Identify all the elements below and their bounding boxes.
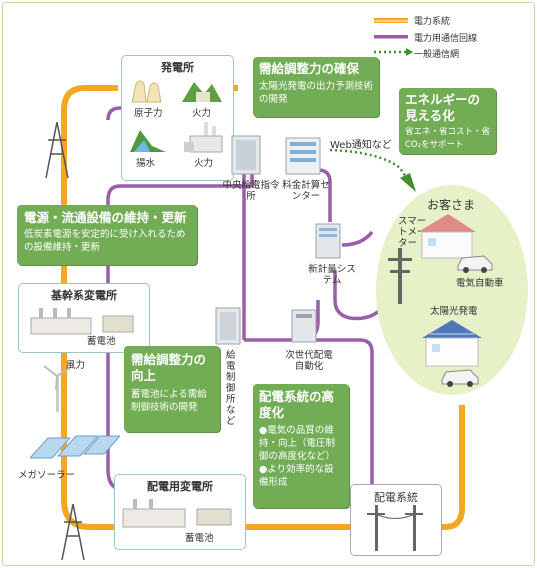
central-dispatch-building-icon (231, 135, 261, 175)
backbone-substation-box: 基幹系変電所 蓄電池 (18, 283, 150, 353)
wind-label: 風力 (66, 360, 86, 371)
utility-pole-icon (388, 248, 412, 304)
public-net-line (329, 148, 410, 181)
thermal-plant-icon (182, 82, 222, 102)
billing-center-building-icon (285, 137, 321, 175)
distribution-substation-title: 配電用変電所 (147, 480, 213, 493)
mega-solar-label: メガソーラー (18, 470, 76, 481)
thermal-label: 火力 (192, 108, 212, 119)
ev-label: 電気自動車 (456, 278, 504, 289)
ev-car-2-icon (441, 369, 479, 387)
transmission-tower-top-icon (45, 121, 69, 179)
legend-public-label: 一般通信網 (414, 50, 460, 60)
distribution-advancement-bullet-2: ●より効率的な設備形成 (259, 464, 334, 488)
web-notice-label: Web通知など (330, 140, 392, 151)
legend-power-swatch (374, 18, 408, 23)
distribution-advancement-bullet-1: ●電気の品質の維持・向上（電圧制御の高度化など） (259, 425, 336, 462)
supply-balance-box: 需給調整力の確保 太陽光発電の出力予測技術の開発 (253, 57, 379, 117)
legend-power-label: 電力系統 (414, 17, 451, 27)
distribution-advancement-title: 配電系統の高度化 (259, 389, 335, 420)
new-meter-system-label: 新計量システム (308, 264, 356, 286)
comm-line-loop (106, 170, 254, 492)
substation-equipment-icon (30, 308, 134, 335)
energy-viz-title: エネルギーの見える化 (405, 92, 481, 123)
network-maintenance-box: 電源・流通設備の維持・更新 低炭素電源を安定的に受け入れるための設備維持・更新 (17, 205, 197, 265)
transmission-tower-bottom-icon (61, 503, 85, 561)
wind-turbine-icon (43, 365, 71, 412)
legend-comm-swatch (374, 35, 408, 39)
solar-house-icon (422, 320, 482, 367)
supply-balance-title: 需給調整力の確保 (259, 61, 360, 76)
hydro-label: 揚水 (136, 158, 156, 169)
meter-system-server-icon (315, 223, 341, 259)
nuclear-plant-icon (131, 80, 162, 103)
mega-solar-panels-icon (30, 435, 120, 459)
distribution-advancement-box: 配電系統の高度化 ●電気の品質の維持・向上（電圧制御の高度化など） ●より効率的… (253, 384, 349, 508)
power-plant-box: 発電所 原子力 火力 揚水 火力 (121, 55, 234, 181)
ev-car-icon (457, 255, 493, 273)
dist-battery-label: 蓄電池 (185, 533, 214, 544)
distribution-system-title: 配電系統 (374, 491, 418, 504)
energy-viz-box: エネルギーの見える化 省エネ・省コスト・省CO₂をサポート (399, 88, 496, 154)
supply-control-building-icon (215, 307, 241, 345)
distribution-automation-icon (291, 309, 317, 343)
central-dispatch-label: 中央給電指令所 (222, 180, 280, 202)
dist-substation-equipment-icon (122, 499, 232, 528)
fire-plant-icon (184, 122, 223, 153)
backbone-substation-title: 基幹系変電所 (51, 289, 117, 302)
solar-label: 太陽光発電 (430, 306, 478, 317)
nuclear-label: 原子力 (134, 108, 163, 119)
balance-improvement-body: 蓄電池による需給制御技術の開発 (131, 389, 207, 413)
comm-line-meter (341, 230, 374, 247)
legend-comm-label: 電力用通信回線 (414, 34, 478, 44)
energy-viz-body: 省エネ・省コスト・省CO₂をサポート (405, 127, 491, 150)
network-maintenance-title: 電源・流通設備の維持・更新 (24, 210, 187, 225)
house-icon (418, 214, 476, 259)
power-plant-title: 発電所 (161, 61, 194, 74)
distribution-poles-icon (367, 505, 423, 551)
fire-label: 火力 (194, 158, 214, 169)
billing-center-label: 料金計算センター (282, 180, 330, 202)
supply-control-label: 給電制御所など (226, 350, 236, 427)
distribution-system-box: 配電系統 (350, 484, 442, 556)
supply-balance-body: 太陽光発電の出力予測技術の開発 (259, 81, 374, 105)
network-maintenance-body: 低炭素電源を安定的に受け入れるための設備維持・更新 (24, 229, 186, 253)
hydro-plant-icon (130, 130, 166, 152)
public-net-arrow (400, 173, 416, 192)
next-gen-distribution-label: 次世代配電自動化 (285, 350, 333, 372)
smart-meter-label: スマートメーター (398, 216, 427, 249)
customer-title: お客さま (427, 198, 476, 212)
balance-improvement-box: 需給調整力の向上 蓄電池による需給制御技術の開発 (124, 346, 220, 432)
backbone-battery-label: 蓄電池 (87, 336, 116, 347)
distribution-substation-box: 配電用変電所 蓄電池 (114, 474, 246, 550)
comm-line-left (106, 106, 126, 121)
balance-improvement-title: 需給調整力の向上 (131, 352, 207, 383)
